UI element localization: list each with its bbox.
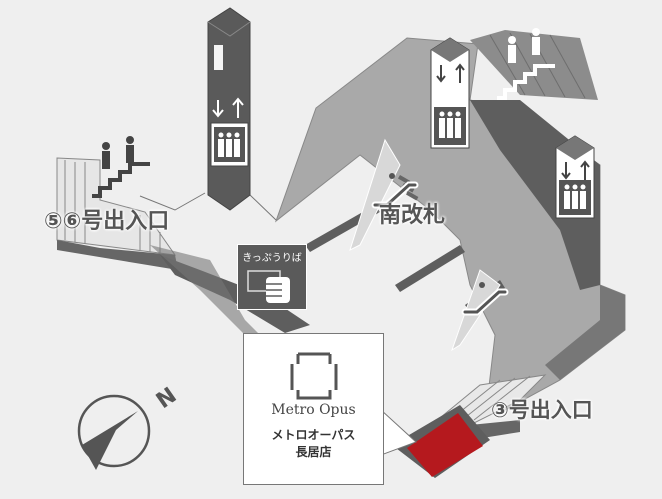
shop-branch: 長居店 (295, 445, 332, 459)
north-label: N (152, 383, 181, 414)
elevator-icon (430, 37, 470, 149)
elevator-icon (555, 135, 595, 219)
shop-location-marker (407, 413, 483, 477)
stairs-icon (497, 64, 555, 100)
shop-callout: Metro Opus メトロオーパス 長居店 (243, 333, 384, 485)
metro-opus-logo-icon (290, 352, 338, 400)
shop-name: メトロオーパス (271, 428, 356, 442)
stairs-icon (92, 162, 150, 198)
stairs-5-6 (56, 136, 178, 270)
elevator-tower-left (207, 7, 251, 211)
ticket-icon (247, 270, 290, 303)
shop-brand: Metro Opus (271, 402, 356, 418)
ticket-office-label: きっぷうりば (242, 253, 302, 264)
escalator-icon (349, 138, 419, 251)
exit-5-6-label: ⑤⑥号出入口 (44, 209, 170, 234)
exit-3-label: ③号出入口 (491, 398, 593, 422)
ticket-office: きっぷうりば (237, 244, 307, 310)
compass-icon: N (77, 383, 181, 470)
escalator-icon (451, 269, 509, 352)
south-gate-label: 南改札 (379, 203, 446, 228)
